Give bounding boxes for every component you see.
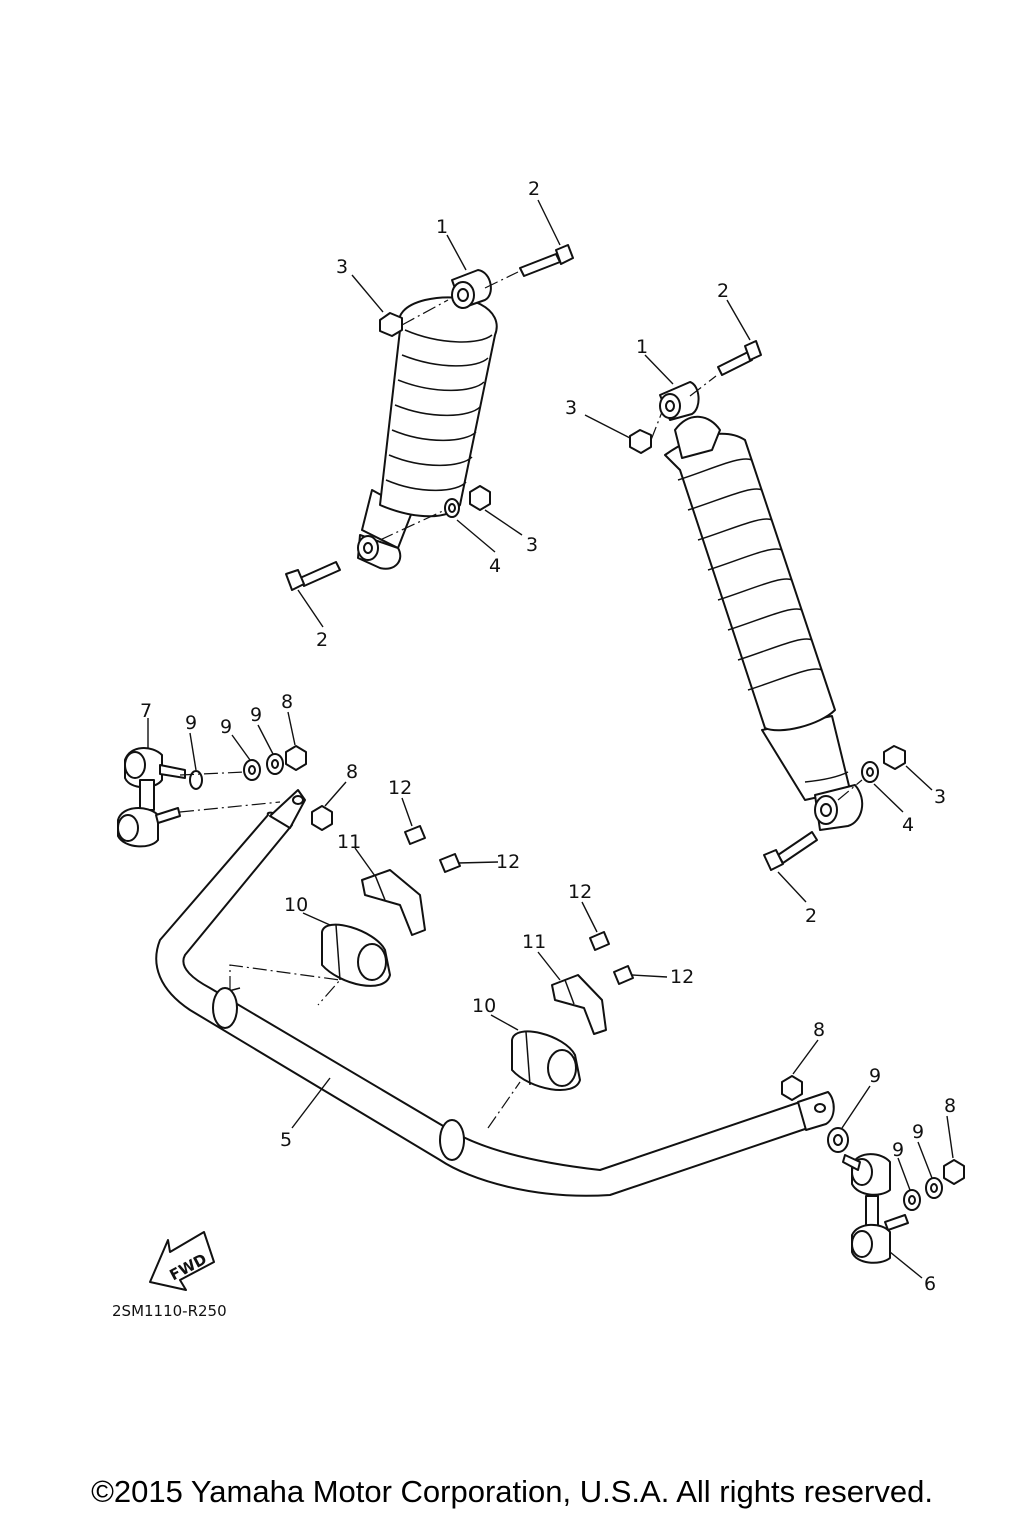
bracket-left: [361, 825, 461, 936]
callout-3: 3: [934, 786, 946, 808]
stabilizer-bar: [155, 789, 835, 1197]
callout-9: 9: [912, 1121, 924, 1143]
callout-12: 12: [496, 851, 520, 873]
callout-8: 8: [813, 1019, 825, 1041]
bracket-right: [551, 931, 634, 1035]
left-stabilizer-link: [117, 745, 333, 848]
callout-3: 3: [526, 534, 538, 556]
diagram-code: 2SM1110-R250: [112, 1302, 227, 1320]
callout-7: 7: [140, 700, 152, 722]
bushing-right-guide: [487, 1081, 521, 1129]
callout-9: 9: [185, 712, 197, 734]
callout-3: 3: [336, 256, 348, 278]
fwd-arrow: FWD: [149, 1231, 215, 1291]
callout-6: 6: [924, 1273, 936, 1295]
callout-9: 9: [220, 716, 232, 738]
copyright-notice: ©2015 Yamaha Motor Corporation, U.S.A. A…: [91, 1474, 933, 1509]
callout-4: 4: [489, 555, 501, 577]
callout-9: 9: [869, 1065, 881, 1087]
left-shock-absorber: [285, 244, 574, 591]
callout-8: 8: [346, 761, 358, 783]
callout-8: 8: [944, 1095, 956, 1117]
callout-9: 9: [250, 704, 262, 726]
callout-11: 11: [522, 931, 546, 953]
callout-2: 2: [717, 280, 729, 302]
callout-1: 1: [636, 336, 648, 358]
callout-8: 8: [281, 691, 293, 713]
right-stabilizer-link: [781, 1075, 965, 1264]
callout-2: 2: [316, 629, 328, 651]
callout-1: 1: [436, 216, 448, 238]
callout-10: 10: [472, 995, 496, 1017]
callout-12: 12: [568, 881, 592, 903]
bushing-left: [321, 923, 391, 987]
callout-12: 12: [388, 777, 412, 799]
callout-12: 12: [670, 966, 694, 988]
callout-11: 11: [337, 831, 361, 853]
callout-5: 5: [280, 1129, 292, 1151]
callout-2: 2: [528, 178, 540, 200]
bushing-left-guide: [229, 964, 342, 1006]
callout-4: 4: [902, 814, 914, 836]
bushing-right: [511, 1030, 581, 1092]
callout-2: 2: [805, 905, 817, 927]
callout-3: 3: [565, 397, 577, 419]
callout-9: 9: [892, 1139, 904, 1161]
callout-10: 10: [284, 894, 308, 916]
callout-labels: 1 2 3 2 4 3 2 1 3 3 4 2 7 9 9 9 8 8 12 1…: [140, 178, 956, 1295]
leader-lines: [147, 199, 954, 1279]
right-shock-absorber: [629, 340, 906, 871]
